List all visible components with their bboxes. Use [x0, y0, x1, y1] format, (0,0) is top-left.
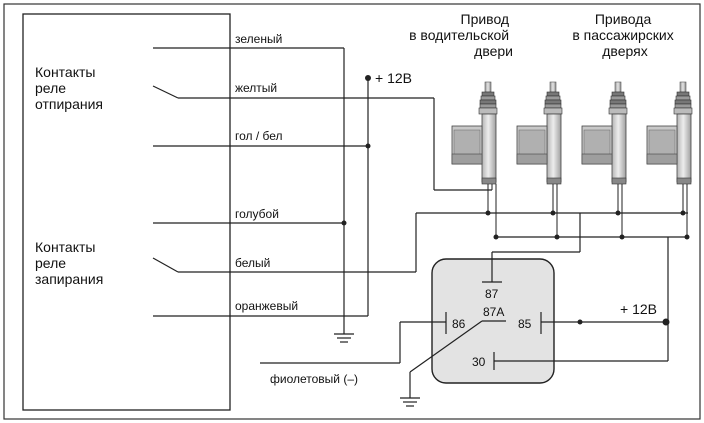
relay-pin-87a: 87A: [483, 305, 504, 319]
control-unit-box: [22, 13, 231, 411]
lock-relay-line-2: реле: [35, 255, 66, 271]
junction-bus-4: [680, 210, 686, 216]
actuator-passenger-1: [516, 81, 563, 185]
driver-actuator-label: Привод в водительской двери: [409, 11, 513, 59]
actuator-wiring: [487, 184, 688, 238]
driver-label-line-1: Привод: [461, 11, 510, 27]
junction-bus-5: [493, 234, 499, 240]
plus12v-label-right: + 12В: [620, 301, 657, 317]
junction-light-blue: [341, 220, 347, 226]
actuator-passenger-3: [646, 81, 693, 185]
unlock-relay-line-3: отпирания: [35, 96, 103, 112]
actuator-passenger-2: [581, 81, 628, 185]
driver-label-line-3: двери: [474, 43, 513, 59]
relay-pin-30: 30: [472, 355, 486, 369]
wire-green: [153, 47, 345, 334]
passenger-label-line-2: в пассажирских: [572, 27, 673, 43]
passenger-label-line-3: дверях: [602, 43, 647, 59]
wire-label-orange: оранжевый: [235, 299, 298, 313]
relay-pin-85: 85: [518, 317, 532, 331]
ground-symbol-relay: [400, 397, 420, 407]
junction-bus-3: [615, 210, 621, 216]
wire-label-violet: фиолетовый (–): [270, 372, 358, 386]
junction-bus-2: [550, 210, 556, 216]
driver-label-line-2: в водительской: [409, 27, 509, 43]
relay-pin-87: 87: [485, 287, 499, 301]
passenger-actuator-label: Привода в пассажирских дверях: [572, 11, 677, 59]
relay-87a-ground-wire: [409, 320, 483, 373]
frame: [3, 3, 701, 420]
lock-relay-line-3: запирания: [35, 271, 103, 287]
actuator-driver: [451, 81, 498, 185]
junction-bus-1: [485, 210, 491, 216]
passenger-label-line-1: Привода: [595, 11, 652, 27]
wire-label-white: белый: [235, 256, 270, 270]
lock-relay-line-1: Контакты: [35, 239, 95, 255]
relay-pin-86: 86: [452, 317, 466, 331]
unlock-relay-line-1: Контакты: [35, 64, 95, 80]
wire-white-switch: [152, 212, 688, 273]
unlock-relay-line-2: реле: [35, 80, 66, 96]
junction-bus-8: [684, 234, 690, 240]
junction-bus-7: [619, 234, 625, 240]
wire-yellow-switch: [152, 85, 492, 191]
wire-label-green: зеленый: [235, 32, 282, 46]
unlock-relay-label: Контакты реле отпирания: [35, 64, 103, 112]
plus12v-label-top: + 12В: [375, 70, 412, 86]
junction-bus-6: [554, 234, 560, 240]
ground-symbol-left: [334, 333, 354, 343]
wire-label-yellow: желтый: [235, 81, 277, 95]
wire-label-light-blue: голубой: [235, 207, 279, 221]
junction-85: [577, 319, 583, 325]
wire-label-blue-white: гол / бел: [235, 129, 283, 143]
plus12v-terminal-top: [365, 75, 371, 81]
lock-relay-label: Контакты реле запирания: [35, 239, 103, 287]
junction-blue-white: [365, 143, 371, 149]
